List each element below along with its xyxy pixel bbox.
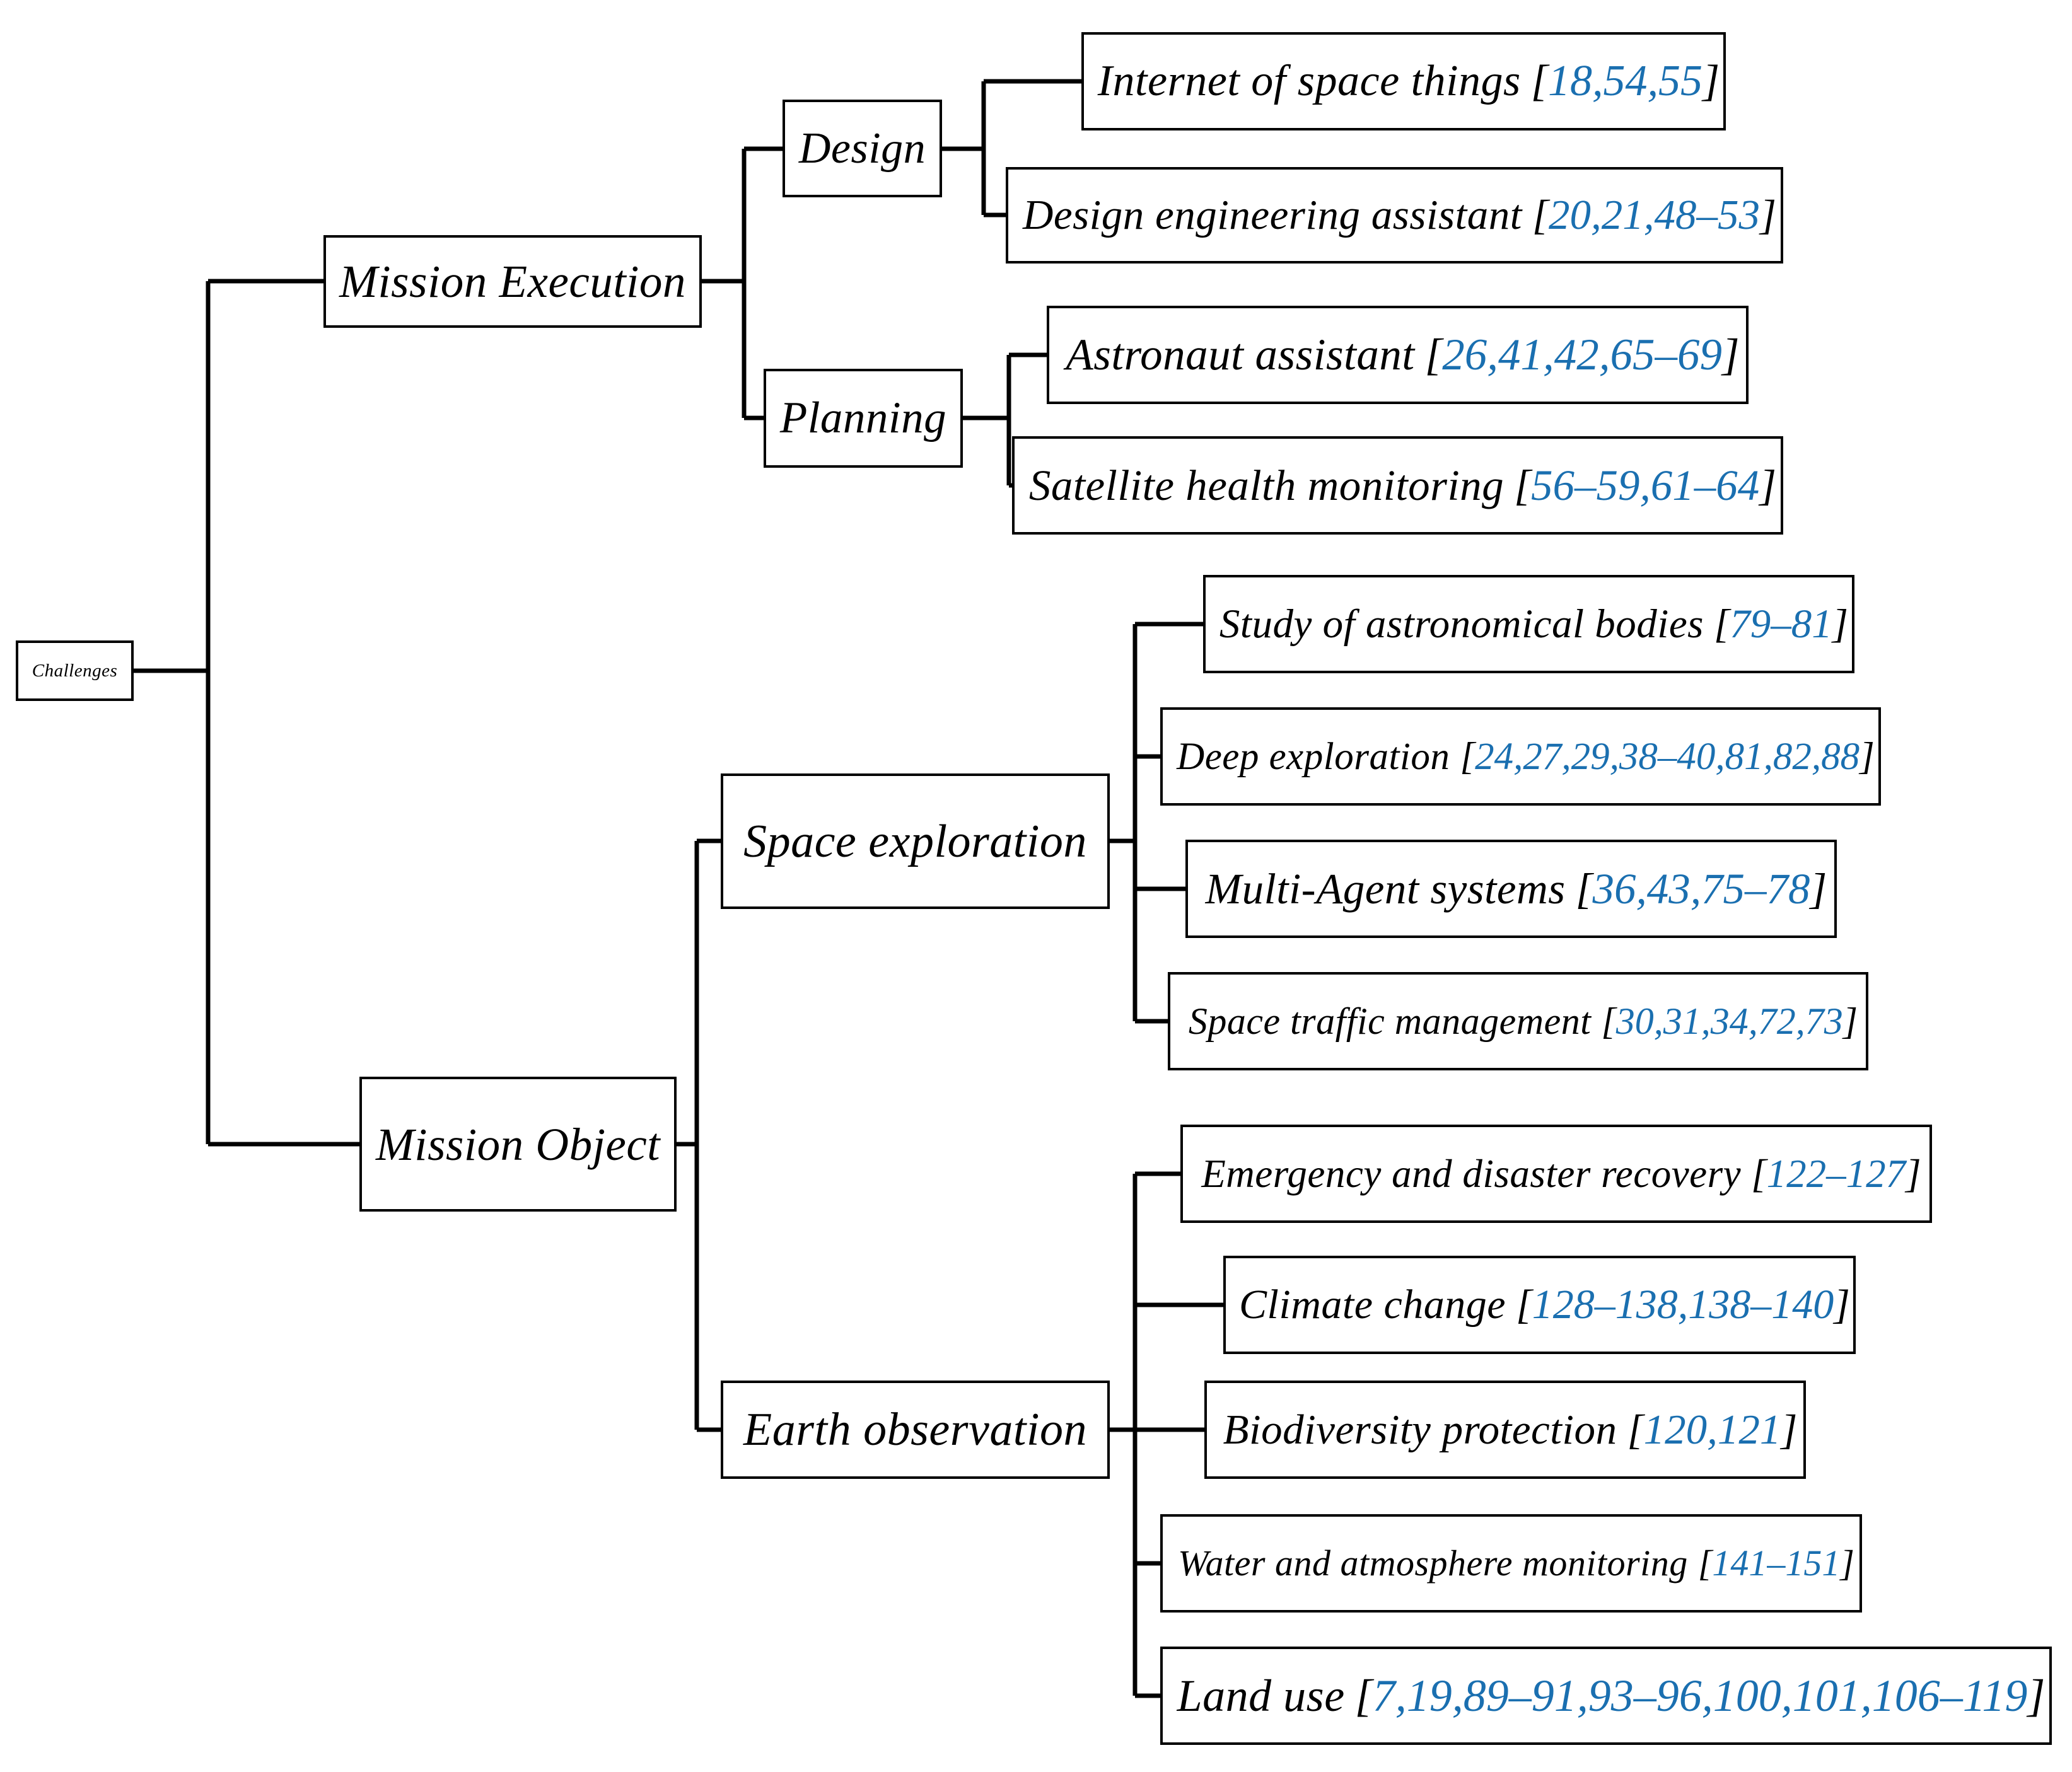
leaf-label: Internet of space things	[1097, 57, 1521, 105]
leaf-references: 20,21,48–53	[1548, 192, 1760, 238]
leaf-references: 56–59,61–64	[1531, 461, 1760, 509]
leaf-references: 24,27,29,38–40,81,82,88	[1475, 735, 1860, 778]
leaf-deep-exploration[interactable]: Deep exploration [ 24,27,29,38–40,81,82,…	[1160, 707, 1881, 806]
bracket-open: [	[1713, 601, 1730, 647]
leaf-references: 122–127	[1766, 1151, 1906, 1196]
bracket-close: ]	[1702, 57, 1720, 105]
leaf-study-of-astronomical-bodies[interactable]: Study of astronomical bodies [ 79–81 ]	[1203, 575, 1854, 673]
leaf-label: Astronaut assistant	[1066, 330, 1415, 379]
leaf-label: Land use	[1177, 1671, 1345, 1721]
node-challenges[interactable]: Challenges	[16, 640, 134, 701]
bracket-close: ]	[1759, 192, 1777, 238]
bracket-close: ]	[1759, 461, 1777, 509]
leaf-references: 26,41,42,65–69	[1442, 330, 1723, 379]
leaf-references: 128–138,138–140	[1532, 1282, 1834, 1328]
node-label: Planning	[779, 393, 947, 443]
node-space-exploration[interactable]: Space exploration	[721, 773, 1110, 909]
bracket-close: ]	[1834, 1282, 1850, 1328]
node-planning[interactable]: Planning	[764, 369, 963, 468]
node-label: Mission Object	[375, 1118, 661, 1170]
leaf-references: 36,43,75–78	[1592, 864, 1810, 913]
bracket-close: ]	[1842, 1000, 1858, 1042]
leaf-references: 141–151	[1712, 1543, 1841, 1584]
bracket-close: ]	[1860, 735, 1875, 778]
leaf-water-and-atmosphere-monitoring[interactable]: Water and atmosphere monitoring [ 141–15…	[1160, 1514, 1862, 1613]
bracket-close: ]	[2027, 1671, 2046, 1721]
leaf-internet-of-space-things[interactable]: Internet of space things [ 18,54,55 ]	[1081, 32, 1726, 130]
bracket-open: [	[1460, 735, 1475, 778]
bracket-open: [	[1601, 1000, 1616, 1042]
bracket-close: ]	[1832, 601, 1849, 647]
bracket-open: [	[1516, 1282, 1532, 1328]
leaf-astronaut-assistant[interactable]: Astronaut assistant [ 26,41,42,65–69 ]	[1047, 306, 1749, 404]
bracket-close: ]	[1722, 330, 1740, 379]
leaf-design-engineering-assistant[interactable]: Design engineering assistant [ 20,21,48–…	[1006, 167, 1783, 263]
bracket-close: ]	[1906, 1151, 1921, 1196]
bracket-open: [	[1514, 461, 1531, 509]
leaf-references: 30,31,34,72,73	[1615, 1000, 1843, 1042]
bracket-close: ]	[1781, 1406, 1798, 1453]
leaf-references: 7,19,89–91,93–96,100,101,106–119	[1372, 1671, 2028, 1721]
leaf-label: Multi-Agent systems	[1205, 864, 1566, 913]
bracket-open: [	[1424, 330, 1443, 379]
leaf-biodiversity-protection[interactable]: Biodiversity protection [ 120,121 ]	[1204, 1381, 1806, 1479]
leaf-land-use[interactable]: Land use [ 7,19,89–91,93–96,100,101,106–…	[1160, 1647, 2052, 1745]
leaf-references: 18,54,55	[1548, 57, 1703, 105]
bracket-close: ]	[1840, 1543, 1854, 1584]
leaf-satellite-health-monitoring[interactable]: Satellite health monitoring [ 56–59,61–6…	[1012, 436, 1783, 535]
node-label: Design	[798, 124, 926, 173]
bracket-open: [	[1575, 864, 1593, 913]
leaf-label: Biodiversity protection	[1223, 1406, 1617, 1453]
leaf-label: Deep exploration	[1177, 735, 1450, 778]
leaf-label: Water and atmosphere monitoring	[1178, 1543, 1688, 1584]
bracket-open: [	[1530, 57, 1549, 105]
leaf-references: 120,121	[1643, 1406, 1781, 1453]
leaf-label: Space traffic management	[1188, 1000, 1592, 1042]
leaf-label: Design engineering assistant	[1022, 192, 1522, 238]
bracket-open: [	[1532, 192, 1549, 238]
bracket-open: [	[1751, 1151, 1767, 1196]
bracket-open: [	[1354, 1671, 1373, 1721]
node-label: Challenges	[32, 660, 118, 681]
leaf-label: Satellite health monitoring	[1028, 461, 1505, 509]
bracket-open: [	[1627, 1406, 1644, 1453]
node-label: Mission Execution	[339, 256, 686, 307]
leaf-space-traffic-management[interactable]: Space traffic management [ 30,31,34,72,7…	[1168, 972, 1868, 1070]
node-label: Space exploration	[743, 815, 1087, 867]
node-earth-observation[interactable]: Earth observation	[721, 1381, 1110, 1479]
bracket-close: ]	[1810, 864, 1827, 913]
leaf-emergency-and-disaster-recovery[interactable]: Emergency and disaster recovery [ 122–12…	[1180, 1125, 1932, 1223]
leaf-label: Emergency and disaster recovery	[1201, 1151, 1742, 1196]
leaf-label: Study of astronomical bodies	[1219, 601, 1704, 647]
node-mission-object[interactable]: Mission Object	[359, 1077, 677, 1212]
leaf-references: 79–81	[1730, 601, 1832, 647]
leaf-label: Climate change	[1239, 1282, 1506, 1328]
leaf-climate-change[interactable]: Climate change [ 128–138,138–140 ]	[1223, 1256, 1856, 1354]
node-design[interactable]: Design	[783, 100, 942, 197]
node-mission-execution[interactable]: Mission Execution	[323, 235, 702, 328]
bracket-open: [	[1697, 1543, 1713, 1584]
node-label: Earth observation	[743, 1404, 1087, 1456]
leaf-multi-agent-systems[interactable]: Multi-Agent systems [ 36,43,75–78 ]	[1185, 840, 1837, 938]
